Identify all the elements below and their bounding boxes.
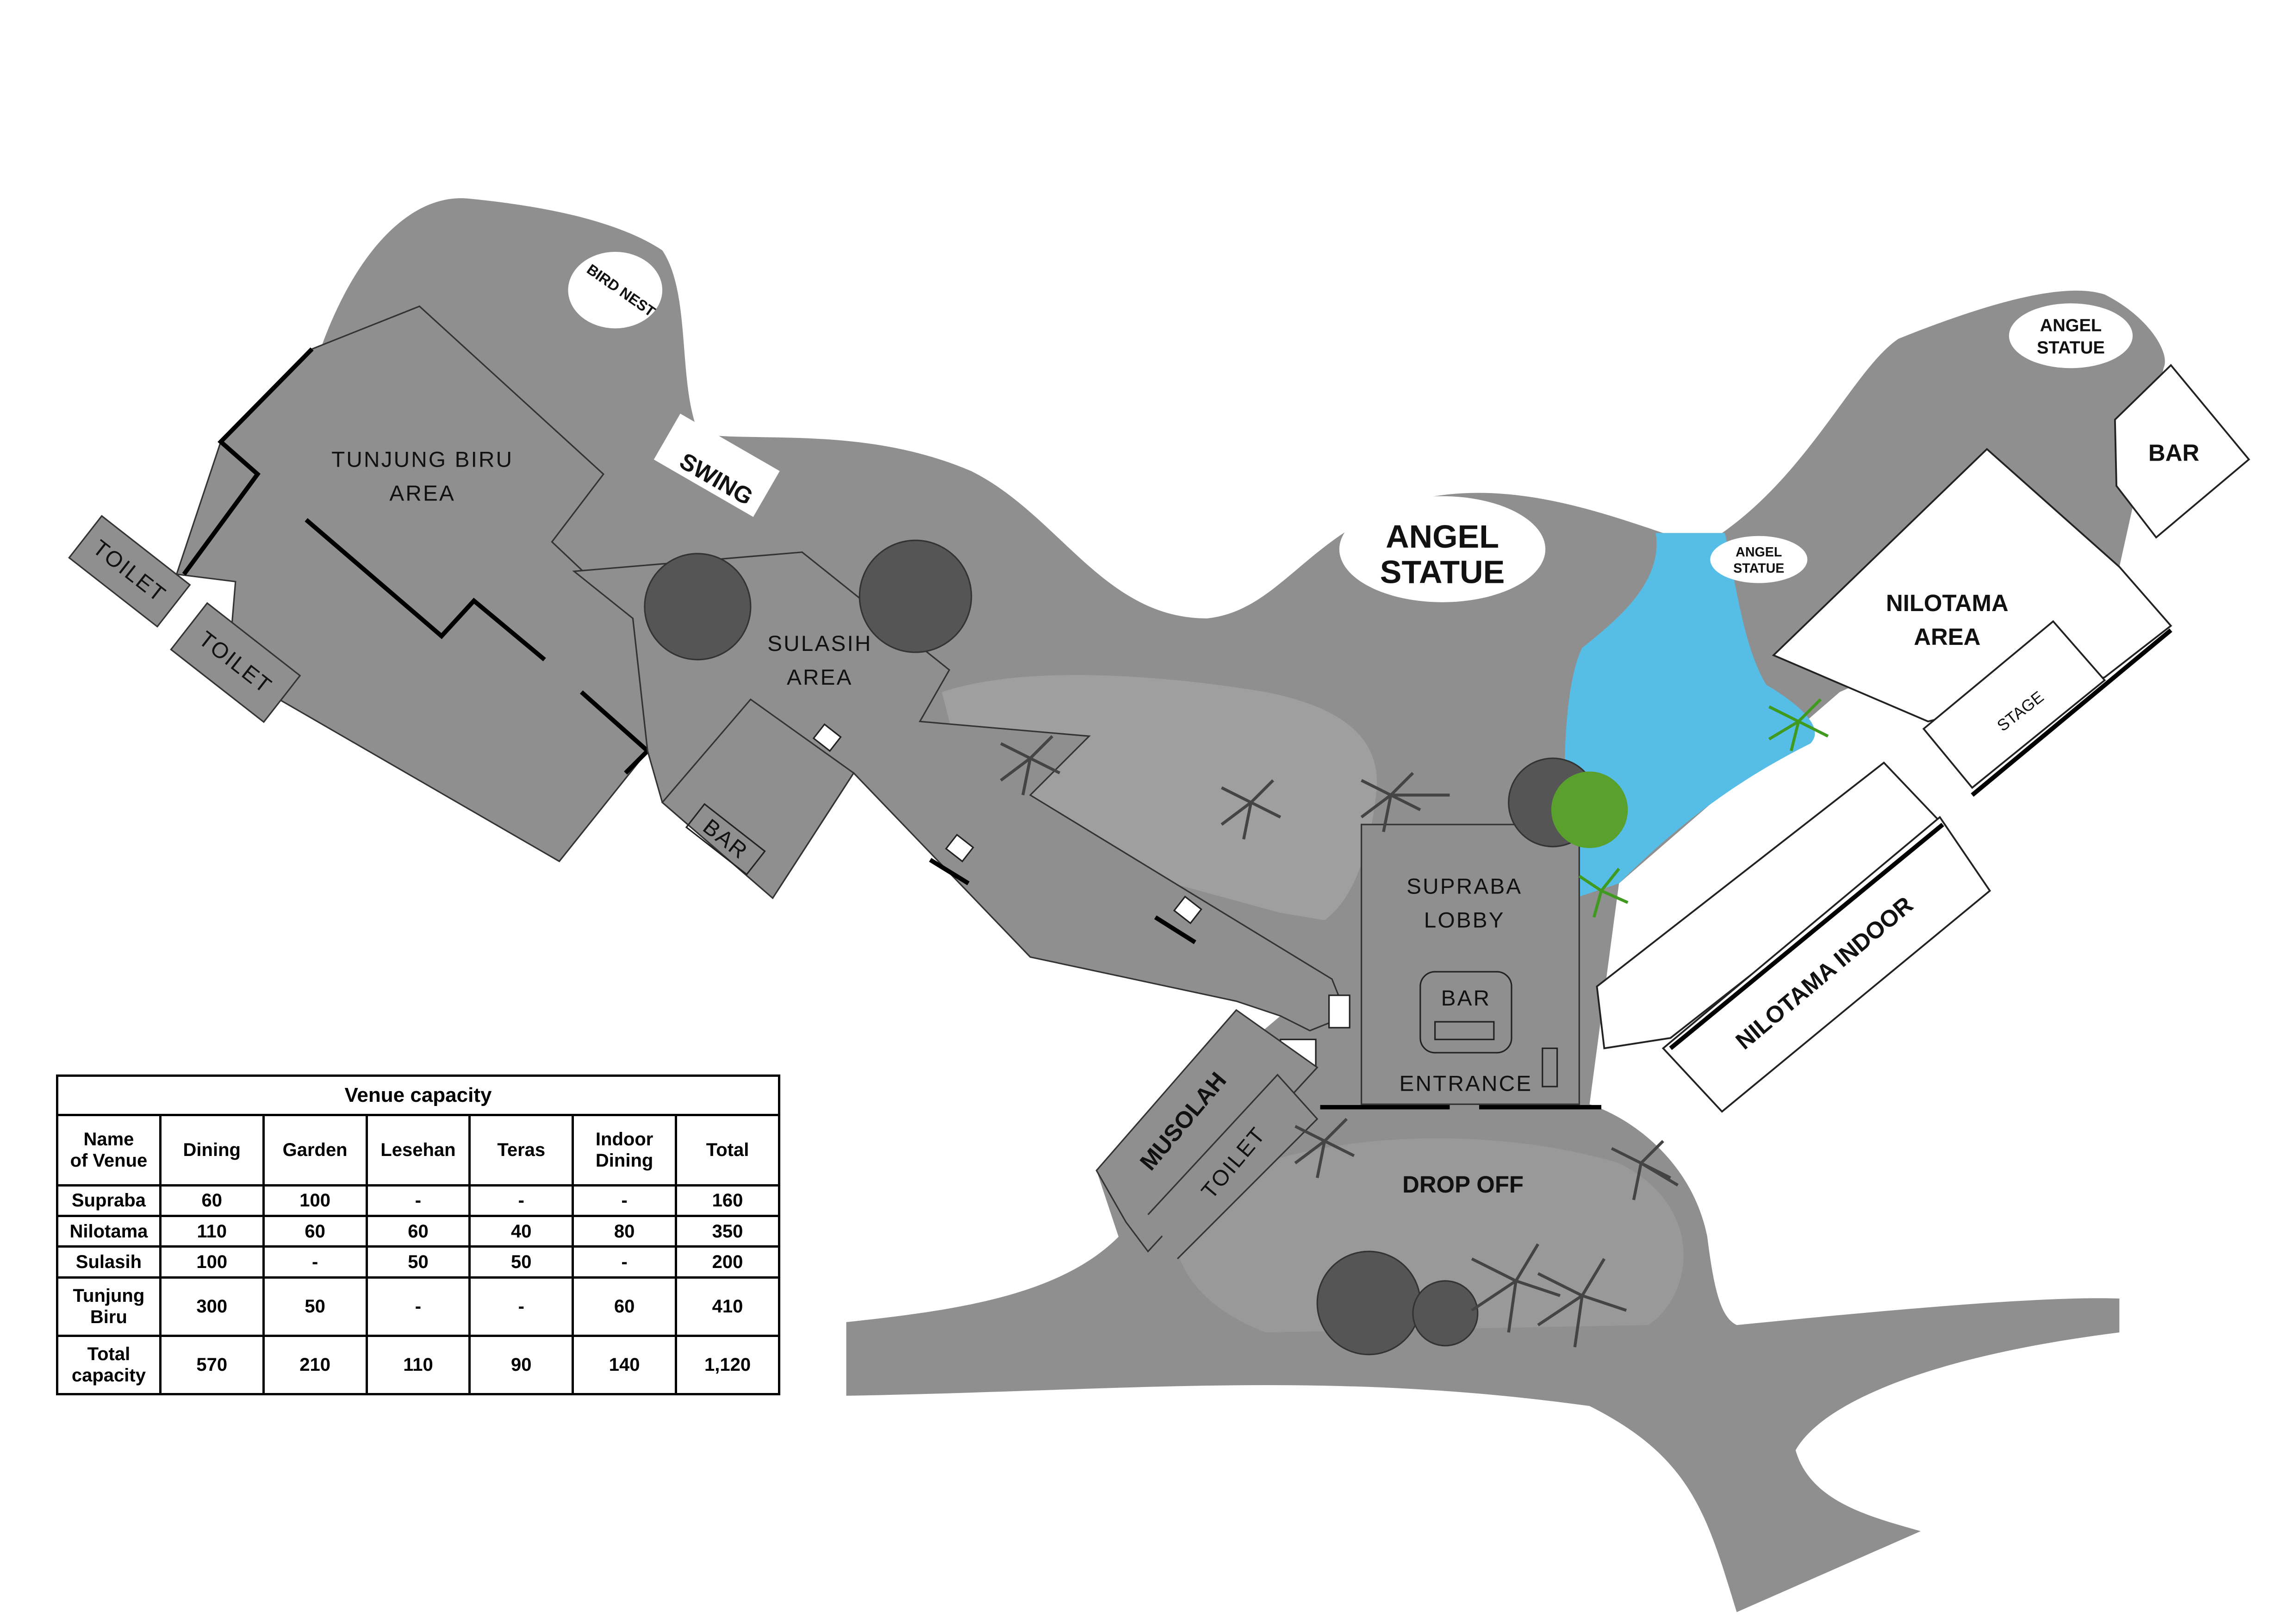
header-lesehan: Lesehan [365, 1114, 471, 1187]
supraba-lobby[interactable] [1361, 824, 1580, 1105]
table-cell: 60 [365, 1215, 471, 1248]
lobby-bar-counter [1434, 1021, 1495, 1040]
table-cell: 200 [675, 1245, 780, 1279]
header-total: Total [675, 1114, 780, 1187]
tunjung-biru-label-2: AREA [389, 481, 455, 506]
nilotama-indoor-building[interactable] [1661, 816, 1991, 1113]
table-cell: 60 [572, 1276, 678, 1337]
table-cell: 160 [675, 1184, 780, 1218]
table-cell: 50 [468, 1245, 574, 1279]
entrance-door [1542, 1047, 1558, 1087]
green-tree-icon [1551, 771, 1628, 848]
swing-sign[interactable] [653, 413, 780, 517]
green-palm-icon [1578, 698, 1829, 918]
sulasih-label-1: SULASIH [767, 631, 872, 656]
palm-icon [1000, 735, 1679, 1348]
angel-statue-pond-label-1: ANGEL [1736, 545, 1782, 560]
toilet-upper[interactable]: TOILET [68, 515, 191, 628]
angel-statue-pond-label-2: STATUE [1733, 561, 1784, 576]
nilotama-bar-label: BAR [2148, 440, 2199, 466]
nilotama-wall [1971, 628, 2172, 797]
sulasih-wall-2 [1154, 915, 1196, 944]
table-cell: 300 [159, 1276, 265, 1337]
table-cell: 570 [159, 1334, 265, 1396]
bird-nest-oval[interactable] [568, 251, 663, 329]
table-cell: 60 [262, 1215, 368, 1248]
venue-name-cell: Tunjung Biru [56, 1276, 162, 1337]
table-title: Venue capacity [56, 1074, 780, 1116]
header-garden: Garden [262, 1114, 368, 1187]
venue-name-cell: Supraba [56, 1184, 162, 1218]
table-cell: 210 [262, 1334, 368, 1396]
angel-statue-top-oval[interactable] [2009, 303, 2133, 369]
table-cell: 50 [365, 1245, 471, 1279]
venue-name-cell: Sulasih [56, 1245, 162, 1279]
header-teras: Teras [468, 1114, 574, 1187]
angel-statue-center-label-1: ANGEL [1386, 518, 1499, 555]
angel-statue-center-label-2: STATUE [1380, 554, 1505, 590]
nilotama-bar-building[interactable] [2114, 364, 2250, 539]
lobby-bar-label: BAR [1441, 986, 1491, 1011]
sulasih-wall-1 [929, 858, 970, 886]
musolah-toilet[interactable] [1147, 1074, 1319, 1260]
table-cell: 80 [572, 1215, 678, 1248]
angel-statue-top-label-1: ANGEL [2040, 316, 2102, 336]
venue-name-cell: Nilotama [56, 1215, 162, 1248]
header-dining: Dining [159, 1114, 265, 1187]
angel-statue-top-label-2: STATUE [2037, 337, 2105, 357]
nilotama-label-2: AREA [1914, 624, 1980, 650]
table-cell: 50 [262, 1276, 368, 1337]
lobby-bar[interactable] [1419, 971, 1512, 1054]
table-cell: 100 [159, 1245, 265, 1279]
tunjung-biru-wall-inner [305, 518, 546, 662]
table-cell: 60 [159, 1184, 265, 1218]
table-cell: - [365, 1184, 471, 1218]
tunjung-biru-wall [182, 347, 314, 576]
drop-off-label: DROP OFF [1402, 1171, 1524, 1198]
angel-statue-pond-oval[interactable] [1710, 536, 1808, 583]
sulasih-label-2: AREA [787, 665, 853, 690]
table-cell: - [365, 1276, 471, 1337]
nilotama-label-1: NILOTAMA [1886, 590, 2009, 616]
stage[interactable] [1922, 620, 2106, 789]
table-cell: - [572, 1245, 678, 1279]
table-cell: - [262, 1245, 368, 1279]
table-cell: 40 [468, 1215, 574, 1248]
supraba-label-1: SUPRABA [1406, 874, 1522, 899]
table-cell: 140 [572, 1334, 678, 1396]
table-cell: 100 [262, 1184, 368, 1218]
sulasih-building[interactable] [572, 551, 1348, 1031]
table-cell: 110 [159, 1215, 265, 1248]
table-cell: 110 [365, 1334, 471, 1396]
table-cell: 1,120 [675, 1334, 780, 1396]
table-cell: - [468, 1184, 574, 1218]
tunjung-biru-label-1: TUNJUNG BIRU [331, 447, 513, 472]
table-cell: 90 [468, 1334, 574, 1396]
angel-statue-center-oval[interactable] [1339, 496, 1546, 602]
table-cell: - [572, 1184, 678, 1218]
table-cell: 410 [675, 1276, 780, 1337]
entrance-label: ENTRANCE [1400, 1072, 1533, 1096]
table-cell: - [468, 1276, 574, 1337]
supraba-label-2: LOBBY [1424, 908, 1505, 933]
nilotama-indoor-wall [1669, 823, 1944, 1050]
tree-icon [644, 539, 1628, 1355]
table-cell: 350 [675, 1215, 780, 1248]
